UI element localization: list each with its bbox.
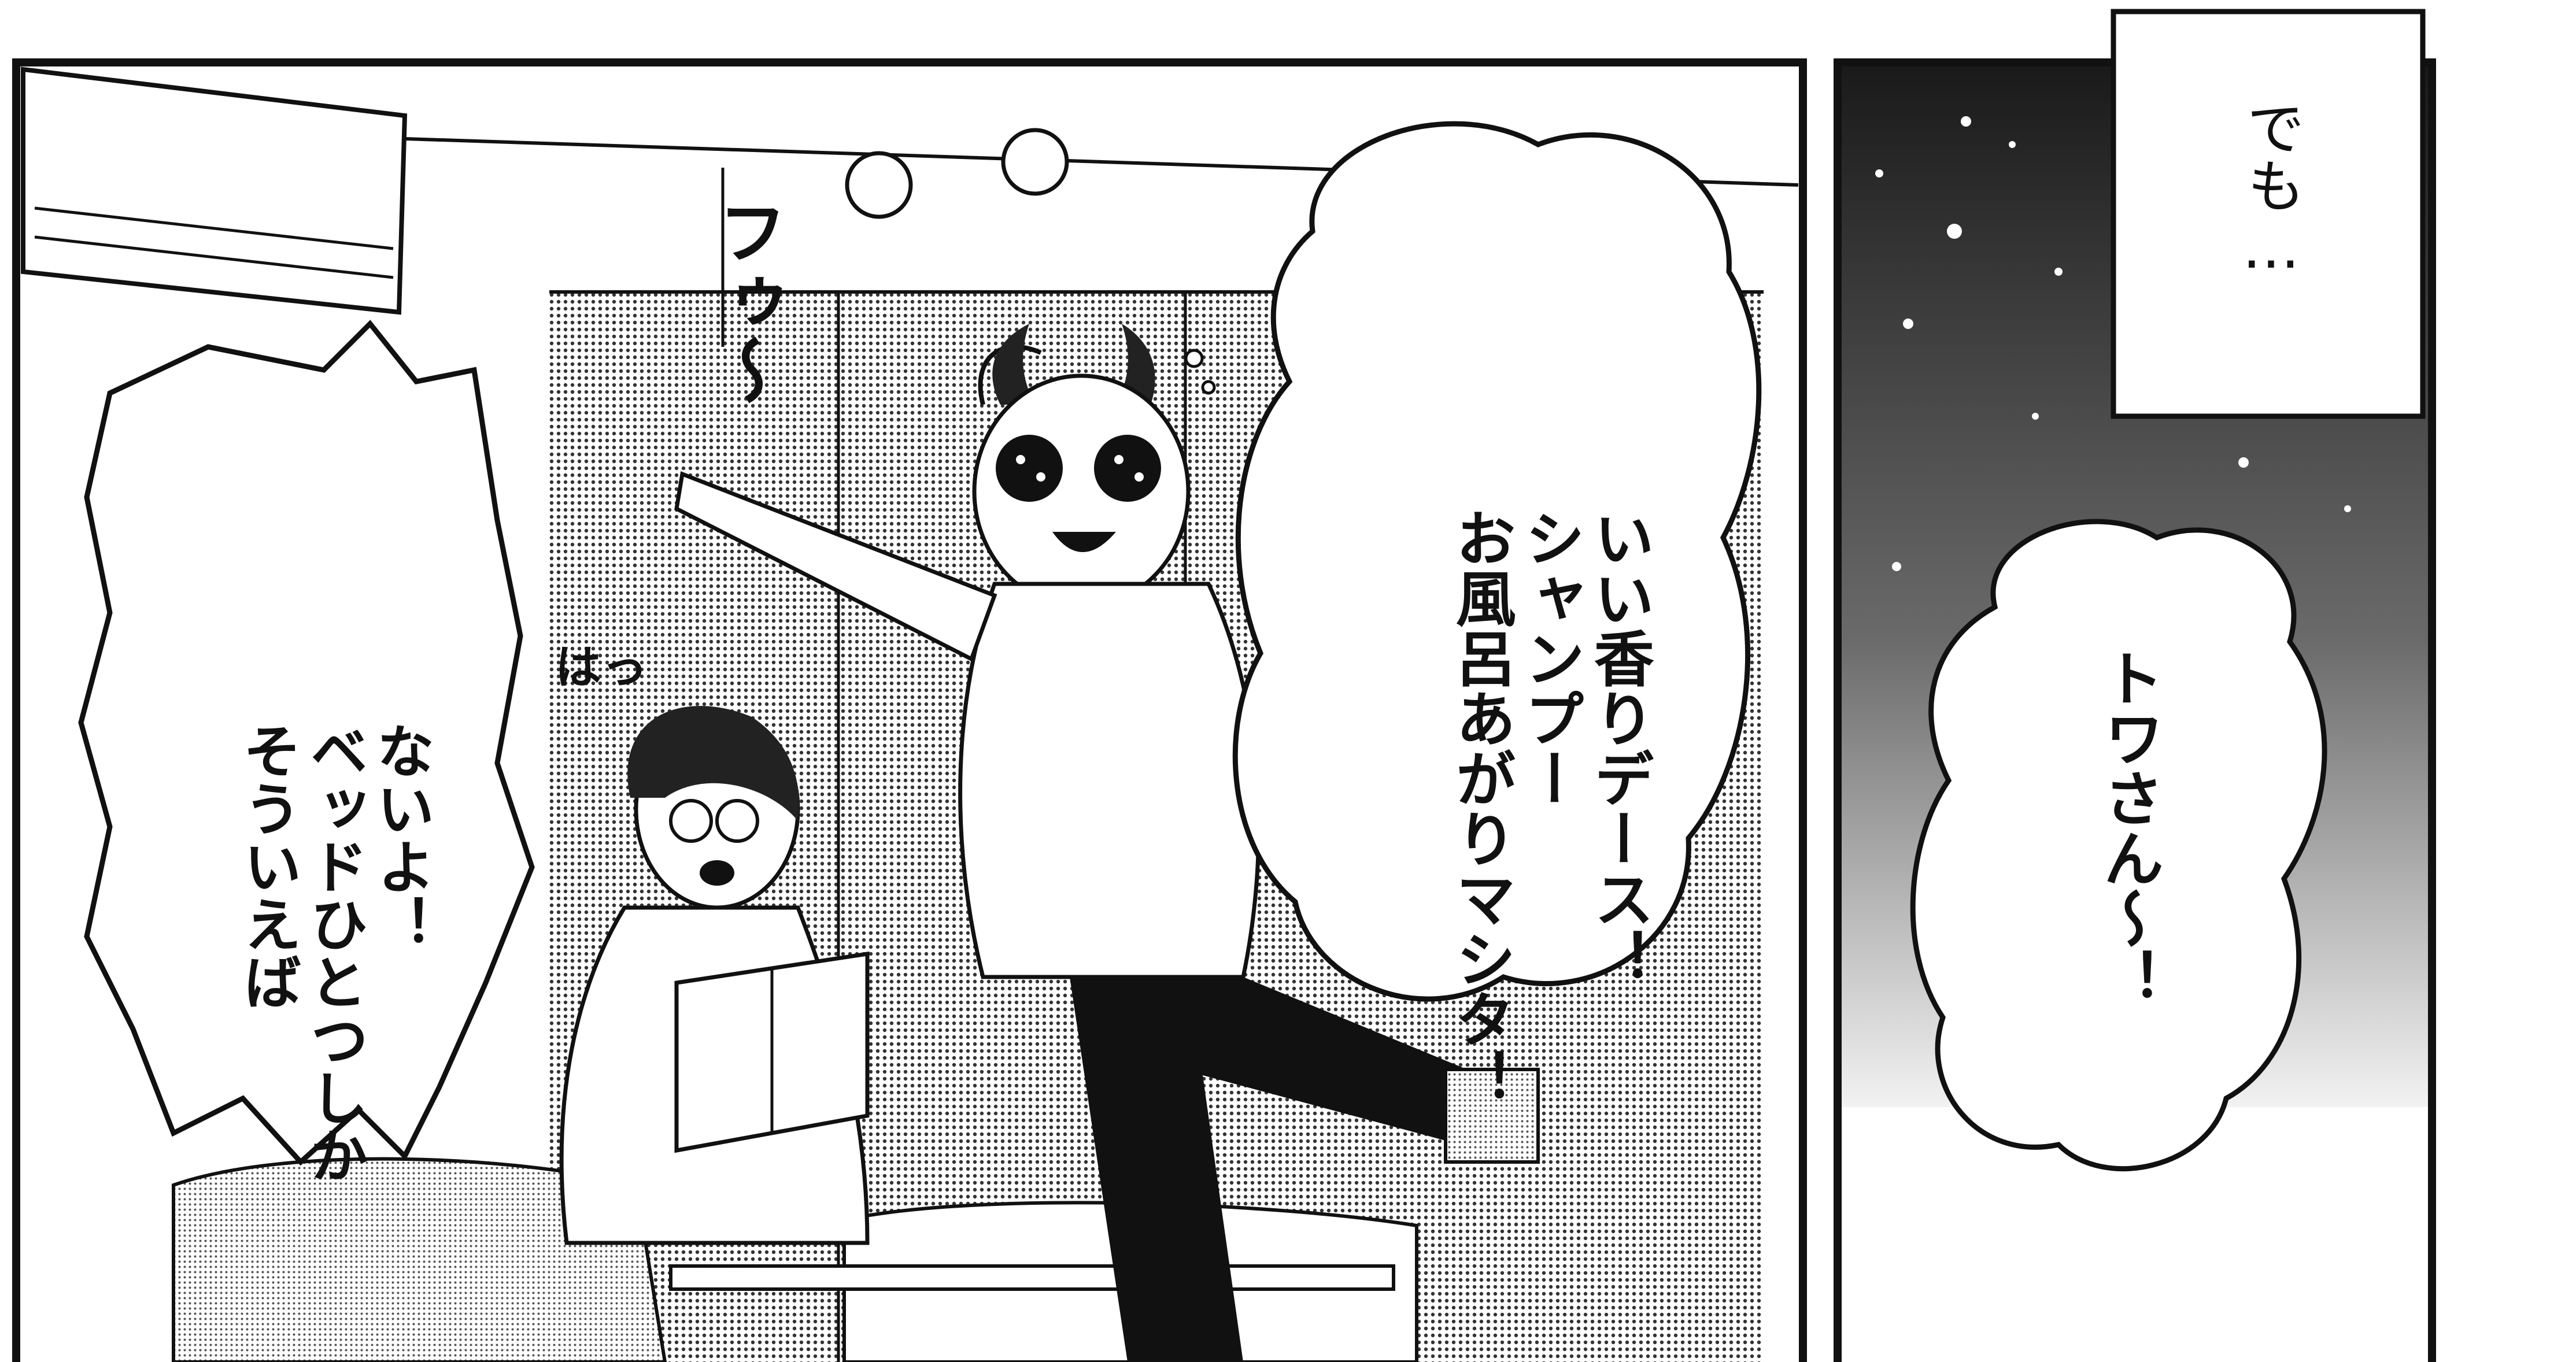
right-bubble-text: いい香りデース！ シャンプー お風呂あがりマシタ！ (1376, 225, 1722, 1109)
right-panel-bubble-text: トワさん〜！ (2093, 647, 2164, 1008)
caption-box (2111, 9, 2426, 419)
air-conditioner (21, 66, 408, 315)
right-bubble-line-3: お風呂あがりマシタ！ (1445, 508, 1516, 1109)
left-speech-bubble (78, 320, 535, 1166)
left-bubble-line-1: ないよ！ (367, 721, 434, 953)
left-bubble-text: ないよ！ ベッドひとつしか そういえば (168, 451, 500, 1184)
right-bubble-line-1: いい香りデース！ (1583, 508, 1654, 989)
right-speech-bubble (1232, 121, 1762, 1002)
stars (1875, 116, 2351, 617)
right-panel (1834, 9, 2436, 1362)
left-panel (12, 58, 1807, 1362)
horned-character (674, 324, 1540, 1362)
left-bubble-line-3: そういえば (234, 721, 301, 1011)
sfx-ha: はっ (555, 641, 648, 694)
sfx-fuu: フゥ～ (705, 197, 786, 405)
caption-text: でも… (2237, 98, 2305, 282)
flower-doodles (845, 128, 1216, 395)
right-bubble-line-2: シャンプー (1514, 508, 1585, 808)
left-bubble-line-2: ベッドひとつしか (300, 721, 368, 1184)
right-panel-speech-bubble (1910, 519, 2327, 1171)
girl-character (559, 706, 870, 1245)
